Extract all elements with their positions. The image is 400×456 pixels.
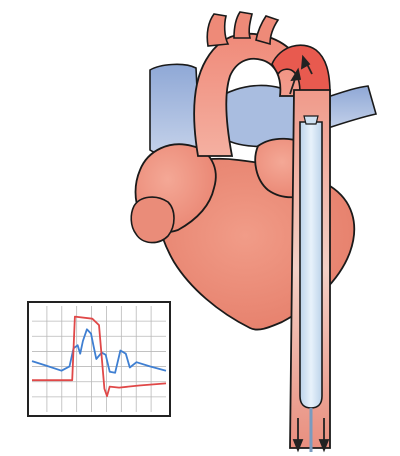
catheter-tip [303,115,319,125]
balloon-inflation-wave [32,315,167,398]
left-subclavian-artery [255,15,280,46]
pressure-wave [31,328,167,374]
left-carotid-artery [233,11,253,39]
right-atrium-lower [130,196,175,244]
monitor-inset [27,301,171,417]
monitor-frame [27,301,171,417]
superior-vena-cava [149,63,201,157]
brachiocephalic-artery [206,13,230,47]
monitor-grid [32,306,166,412]
balloon-catheter [299,121,323,409]
pulmonary-vessel-right [317,85,378,132]
flow-arrows-arch [289,54,313,95]
flow-arrows-bottom [292,418,330,453]
